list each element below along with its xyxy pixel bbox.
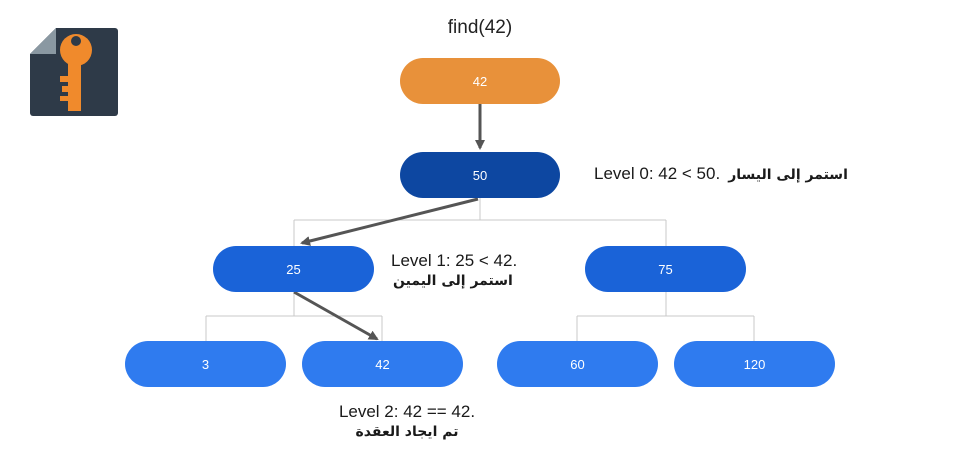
diagram-title: find(42)	[447, 17, 513, 38]
edge-root-children	[293, 198, 667, 246]
node-left-right: 42	[302, 341, 463, 387]
node-right-left: 60	[497, 341, 658, 387]
node-left-left: 3	[125, 341, 286, 387]
note-level-1-text: Level 1: 25 < 42.	[391, 251, 518, 270]
note-level-2-arabic: تم ايجاد العقدة	[355, 424, 459, 440]
edge-right-children	[576, 292, 755, 341]
note-level-0-arabic: استمر إلى اليسار	[728, 167, 848, 183]
note-level-1: Level 1: 25 < 42. استمر إلى اليمين	[391, 250, 517, 292]
note-level-0: Level 0: 42 < 50. استمر إلى اليسار	[594, 163, 848, 186]
note-level-2: Level 2: 42 == 42. تم ايجاد العقدة	[322, 401, 492, 443]
node-left: 25	[213, 246, 374, 292]
node-right: 75	[585, 246, 746, 292]
note-level-1-arabic: استمر إلى اليمين	[393, 273, 513, 289]
note-level-0-text: Level 0: 42 < 50.	[594, 164, 721, 183]
root-node: 50	[400, 152, 560, 198]
node-right-right: 120	[674, 341, 835, 387]
key-file-icon	[30, 28, 118, 116]
search-arrow-left-to-target	[293, 290, 379, 341]
query-node: 42	[400, 58, 560, 104]
edge-left-children	[205, 292, 383, 341]
search-arrow-root-to-left	[300, 197, 479, 246]
note-level-2-text: Level 2: 42 == 42.	[338, 402, 476, 421]
